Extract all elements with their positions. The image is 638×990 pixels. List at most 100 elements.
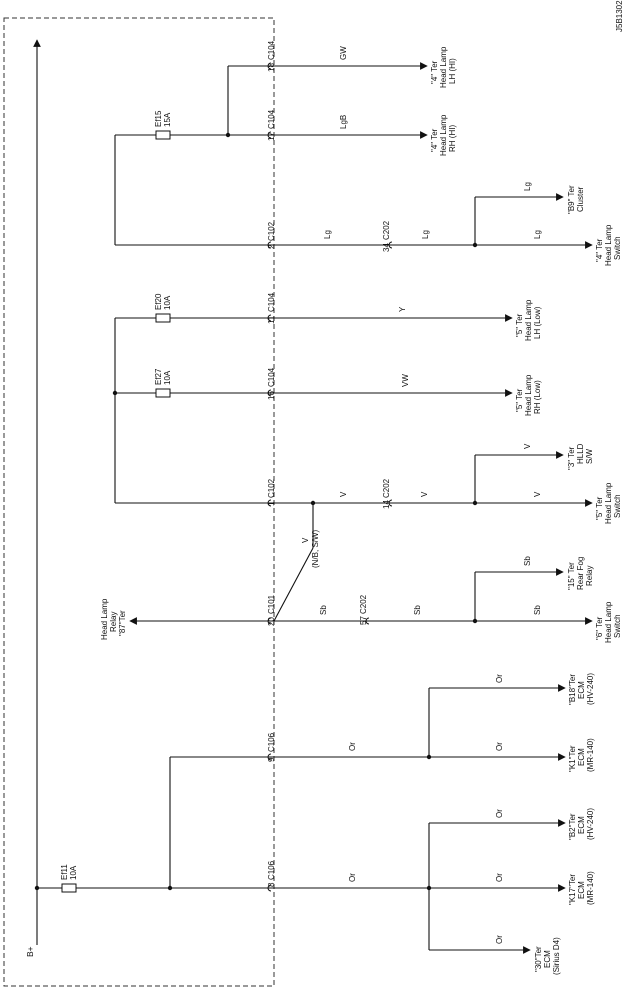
svg-text:"4" Ter: "4" Ter	[430, 128, 439, 152]
wire-sb-1: Sb	[319, 605, 328, 615]
fuse-ef20-rating: 10A	[163, 295, 172, 310]
svg-text:HLLD: HLLD	[576, 443, 585, 464]
terminal-4-head-lamp-switch: "4" Ter Head Lamp Switch	[595, 224, 622, 266]
svg-text:Head Lamp: Head Lamp	[524, 299, 533, 341]
conn-c202-14-pin: 14	[382, 500, 391, 509]
terminal-4-head-lamp-rh-hi: "4" Ter Head Lamp RH (HI)	[430, 114, 457, 156]
wire-v-4: V	[533, 491, 542, 497]
terminal-head-lamp-relay-87: Head Lamp Relay "87"Ter	[100, 598, 127, 640]
svg-text:"K17"Ter: "K17"Ter	[568, 874, 577, 905]
svg-text:RH (HI): RH (HI)	[448, 125, 457, 152]
wire-lgb: LgB	[339, 115, 348, 129]
terminal-b18-ecm: "B18"Ter ECM (HV-240)	[568, 673, 595, 705]
svg-text:(MR-140): (MR-140)	[586, 871, 595, 905]
svg-text:"30"Ter: "30"Ter	[534, 946, 543, 972]
wire-v-1: V	[301, 537, 310, 543]
conn-c102-2-name: C102	[267, 221, 276, 241]
terminal-5-head-lamp-switch: "5" Ter Head Lamp Switch	[595, 482, 622, 524]
conn-c102-1-name: C102	[267, 478, 276, 498]
conn-c104-11-pin: 11	[267, 315, 276, 324]
conn-c202-57-name: C202	[359, 594, 368, 614]
svg-text:LH (HI): LH (HI)	[448, 58, 457, 84]
conn-c202-34-pin: 34	[382, 243, 391, 252]
svg-text:Switch: Switch	[613, 236, 622, 260]
diagram-code: J5B13022	[615, 0, 624, 32]
conn-c102-1-pin: 1	[267, 501, 276, 506]
wire-lg-1: Lg	[323, 230, 332, 239]
fuse-ef27-rating: 10A	[163, 370, 172, 385]
svg-text:Switch: Switch	[613, 614, 622, 638]
svg-text:"B9" Ter: "B9" Ter	[567, 185, 576, 214]
svg-text:ECM: ECM	[577, 681, 586, 699]
fuse-ef11-name: Ef11	[60, 864, 69, 880]
terminal-b2-ecm: "B2"Ter ECM (HV-240)	[568, 808, 595, 840]
fuse-ef27-name: Ef27	[154, 368, 163, 385]
wire-lg-2: Lg	[421, 230, 430, 239]
fuse-ef20	[155, 313, 171, 323]
conn-c101-20-name: C101	[267, 594, 276, 614]
fuse-ef15	[155, 130, 171, 140]
junction-box-outline	[3, 17, 275, 987]
wire-or-1b: Or	[495, 935, 504, 944]
svg-text:ECM: ECM	[577, 748, 586, 766]
svg-text:Head Lamp: Head Lamp	[100, 598, 109, 640]
conn-c202-34-name: C202	[382, 220, 391, 240]
conn-c102-2-pin: 2	[267, 244, 276, 249]
svg-text:"5" Ter: "5" Ter	[595, 496, 604, 520]
svg-text:"B18"Ter: "B18"Ter	[568, 674, 577, 705]
svg-text:(MR-140): (MR-140)	[586, 738, 595, 772]
svg-text:Head Lamp: Head Lamp	[604, 224, 613, 266]
svg-text:Cluster: Cluster	[576, 186, 585, 212]
svg-text:(HV-240): (HV-240)	[586, 673, 595, 705]
wire-v-note: (N/B, S/W)	[311, 529, 320, 568]
terminal-5-head-lamp-rh-low: "5" Ter Head Lamp RH (Low)	[515, 374, 542, 416]
svg-text:ECM: ECM	[543, 950, 552, 968]
svg-text:"5" Ter: "5" Ter	[515, 313, 524, 337]
conn-c104-11-name: C104	[267, 292, 276, 312]
fuse-ef15-rating: 15A	[163, 112, 172, 127]
terminal-3-hlld-switch: "3" Ter HLLD S/W	[567, 443, 594, 470]
wire-or-2: Or	[348, 742, 357, 751]
wire-lg-3: Lg	[533, 230, 542, 239]
svg-text:Relay: Relay	[109, 612, 118, 632]
wire-lg-4: Lg	[523, 182, 532, 191]
wire-v-2: V	[339, 491, 348, 497]
svg-text:Head Lamp: Head Lamp	[439, 114, 448, 156]
terminal-k1-ecm: "K1"Ter ECM (MR-140)	[568, 738, 595, 772]
wire-or-2c: Or	[495, 674, 504, 683]
wire-sb-2: Sb	[413, 605, 422, 615]
svg-text:Switch: Switch	[613, 494, 622, 518]
svg-text:"5" Ter: "5" Ter	[515, 388, 524, 412]
conn-c106-9-name: C106	[267, 732, 276, 752]
conn-c202-57-pin: 57	[359, 616, 368, 625]
conn-c104-17-pin: 17	[267, 132, 276, 141]
fuse-ef11-rating: 10A	[69, 865, 78, 880]
svg-text:"K1"Ter: "K1"Ter	[568, 745, 577, 772]
conn-c104-16-pin: 16	[267, 391, 276, 400]
svg-text:"B2"Ter: "B2"Ter	[568, 813, 577, 840]
terminal-15-rear-fog-relay: "15" Ter Rear Fog Relay	[567, 557, 594, 590]
svg-text:"4" Ter: "4" Ter	[430, 60, 439, 84]
conn-c106-8-pin: 8	[267, 882, 276, 887]
wire-y: Y	[398, 306, 407, 312]
conn-c104-17-name: C104	[267, 109, 276, 129]
bplus-label: B+	[25, 946, 35, 957]
svg-text:Head Lamp: Head Lamp	[604, 482, 613, 524]
svg-text:ECM: ECM	[577, 881, 586, 899]
conn-c104-18-name: C104	[267, 40, 276, 60]
conn-c202-14-name: C202	[382, 478, 391, 498]
svg-text:RH (Low): RH (Low)	[533, 380, 542, 414]
svg-text:ECM: ECM	[577, 816, 586, 834]
wire-or-2b: Or	[495, 742, 504, 751]
svg-text:"6" Ter: "6" Ter	[595, 616, 604, 640]
terminal-k17-ecm: "K17"Ter ECM (MR-140)	[568, 871, 595, 905]
fuse-ef27	[155, 388, 171, 398]
svg-text:Head Lamp: Head Lamp	[524, 374, 533, 416]
terminal-30-ecm: "30"Ter ECM (Sirius D4)	[534, 937, 561, 975]
svg-text:"3" Ter: "3" Ter	[567, 446, 576, 470]
fuse-ef11	[61, 883, 77, 893]
wire-or-1d: Or	[495, 809, 504, 818]
wire-v-5: V	[523, 443, 532, 449]
conn-c104-16-name: C104	[267, 367, 276, 387]
